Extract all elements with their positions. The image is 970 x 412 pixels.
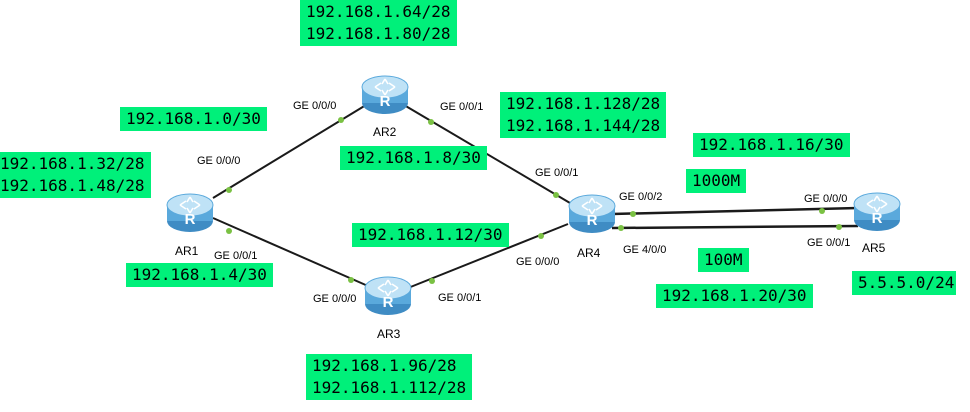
port-dot [618,225,624,231]
speed-label-a: 1000M [686,169,747,193]
link-ar1-ar3 [212,217,369,287]
port-dot [836,224,842,230]
router-icon[interactable] [853,192,901,232]
ar4-lan-subnets: 192.168.1.128/28 192.168.1.144/28 [500,92,667,138]
router-icon[interactable] [364,276,412,316]
port-label: GE 0/0/1 [440,101,484,113]
router-name-ar2: AR2 [373,125,397,139]
port-label: GE 0/0/0 [516,256,560,268]
router-name-ar4: AR4 [577,246,601,260]
subnet-ar3-ar4: 192.168.1.12/30 [352,223,509,247]
port-dot [338,117,344,123]
router-icon[interactable] [361,75,409,115]
ar5-lan-subnet: 5.5.5.0/24 [852,271,957,295]
router-name-ar3: AR3 [377,327,401,341]
port-label: GE 0/0/1 [807,237,851,249]
router-name-ar5: AR5 [862,241,886,255]
port-label: GE 0/0/2 [619,191,663,203]
port-dot [553,192,559,198]
port-label: GE 0/0/1 [535,167,579,179]
subnet-ar1-ar3: 192.168.1.4/30 [126,263,273,287]
router-name-ar1: AR1 [175,244,199,258]
port-dot [226,187,232,193]
router-icon[interactable] [568,194,616,234]
port-dot [819,208,825,214]
port-label: GE 0/0/0 [804,193,848,205]
subnet-ar4-ar5-a: 192.168.1.16/30 [693,133,850,157]
link-ar4-ar5-b [611,224,859,230]
ar3-lan-subnets: 192.168.1.96/28 192.168.1.112/28 [306,354,473,400]
speed-label-b: 100M [698,248,749,272]
port-dot [226,228,232,234]
port-label: GE 0/0/0 [313,293,357,305]
subnet-ar1-ar2: 192.168.1.0/30 [120,107,267,131]
port-label: GE 0/0/1 [214,250,258,262]
link-ar4-ar5-a [611,206,859,216]
port-dot [428,119,434,125]
router-icon[interactable] [166,193,214,233]
subnet-ar2-ar4: 192.168.1.8/30 [340,146,487,170]
subnet-ar4-ar5-b: 192.168.1.20/30 [656,284,813,308]
ar2-lan-subnets: 192.168.1.64/28 192.168.1.80/28 [300,0,457,46]
port-dot [348,277,354,283]
port-dot [429,278,435,284]
port-dot [538,233,544,239]
port-label: GE 0/0/0 [293,100,337,112]
port-label: GE 0/0/1 [438,292,482,304]
port-label: GE 4/0/0 [623,244,667,256]
ar1-lan-subnets: 192.168.1.32/28 192.168.1.48/28 [0,152,151,198]
port-label: GE 0/0/0 [197,155,241,167]
port-dot [630,211,636,217]
